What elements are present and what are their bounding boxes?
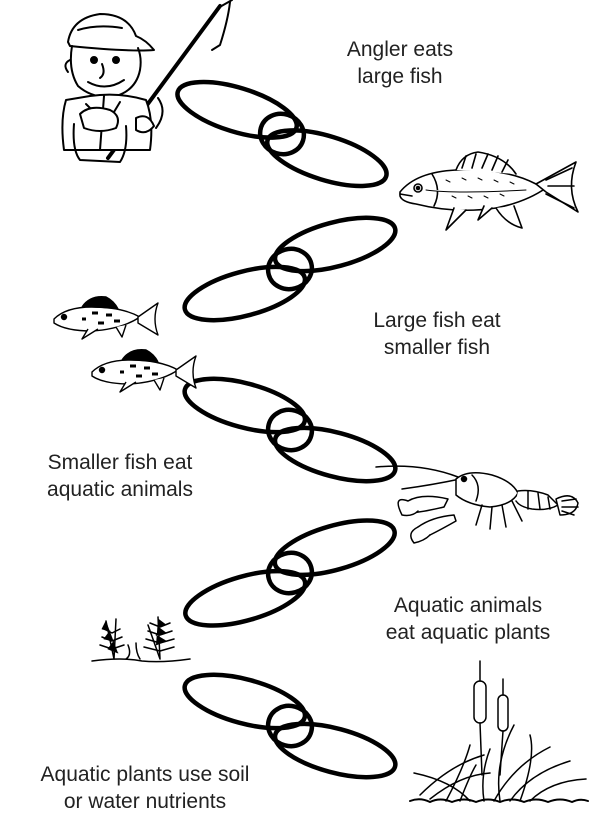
- angler-illustration: [50, 0, 250, 165]
- caption-line: eat aquatic plants: [348, 619, 588, 646]
- small-fish-illustration-2: [90, 350, 200, 392]
- small-fish-illustration: [52, 295, 162, 341]
- caption-line: aquatic animals: [0, 476, 240, 503]
- cattail-illustration: [410, 655, 590, 805]
- caption-angler-eats-large-fish: Angler eats large fish: [300, 36, 500, 90]
- crayfish-illustration: [372, 455, 580, 545]
- caption-line: Large fish eat: [332, 307, 542, 334]
- caption-line: Aquatic plants use soil: [0, 761, 290, 788]
- pondweed-illustration: [92, 615, 192, 667]
- caption-aquatic-plants-use-nutrients: Aquatic plants use soil or water nutrien…: [0, 761, 290, 815]
- caption-line: Angler eats: [300, 36, 500, 63]
- caption-line: large fish: [300, 63, 500, 90]
- caption-smaller-fish-eat-aquatic-animals: Smaller fish eat aquatic animals: [0, 449, 240, 503]
- large-fish-illustration: [396, 150, 581, 242]
- caption-line: or water nutrients: [0, 788, 290, 815]
- caption-line: Aquatic animals: [348, 592, 588, 619]
- caption-aquatic-animals-eat-aquatic-plants: Aquatic animals eat aquatic plants: [348, 592, 588, 646]
- caption-line: smaller fish: [332, 334, 542, 361]
- caption-large-fish-eat-smaller-fish: Large fish eat smaller fish: [332, 307, 542, 361]
- caption-line: Smaller fish eat: [0, 449, 240, 476]
